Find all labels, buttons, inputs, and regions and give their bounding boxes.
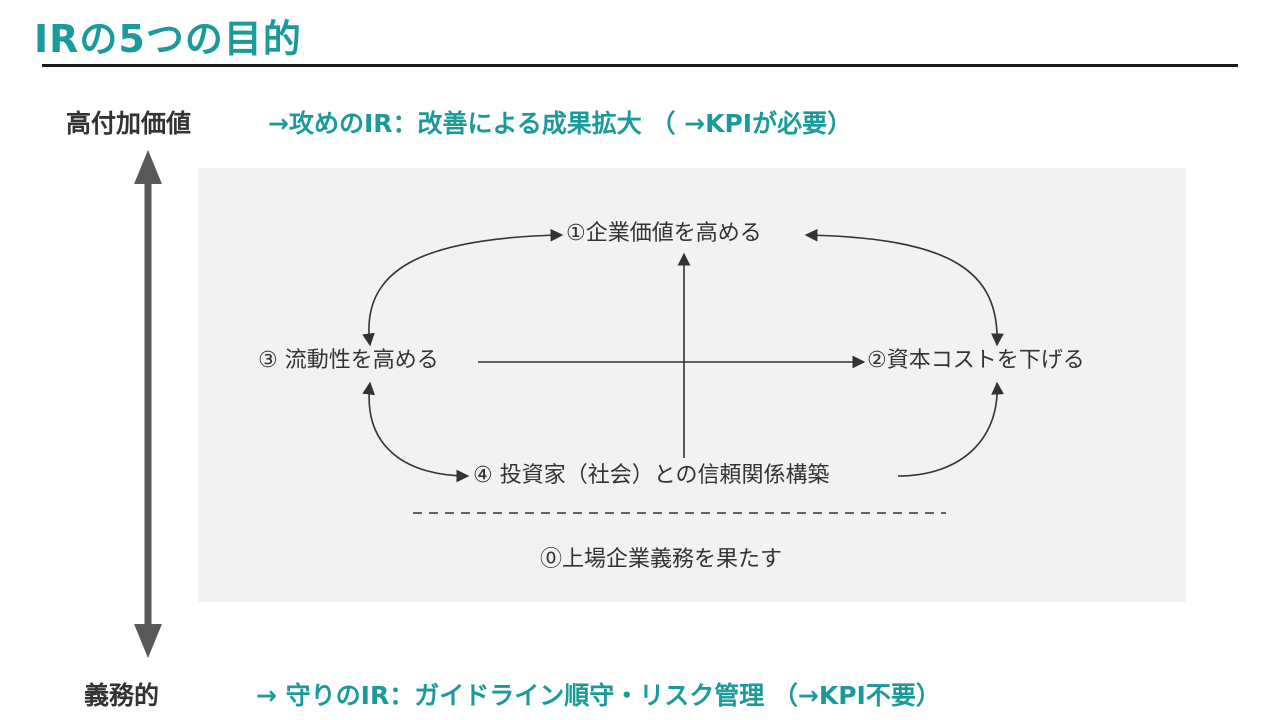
- connector-3-to-4: [362, 381, 470, 483]
- node-build-investor-trust: ④ 投資家（社会）との信頼関係構築: [473, 463, 830, 488]
- connector-1-to-2: [804, 228, 1004, 347]
- axis-label-obligatory: 義務的: [84, 681, 160, 710]
- offensive-ir-description: →攻めのIR：改善による成果拡大 （ →KPIが必要）: [268, 109, 853, 138]
- node-fulfill-listing-obligations: ⓪上場企業義務を果たす: [540, 547, 783, 572]
- page-title: IRの5つの目的: [34, 17, 302, 61]
- title-divider: [42, 64, 1238, 67]
- axis-label-high-value: 高付加価値: [66, 109, 192, 138]
- defensive-ir-description: → 守りのIR：ガイドライン順守・リスク管理 （→KPI不要）: [256, 681, 941, 710]
- connector-4-to-2: [897, 381, 1004, 477]
- node-increase-liquidity: ③ 流動性を高める: [258, 348, 439, 373]
- connector-3-to-1: [362, 228, 564, 347]
- axis-arrowhead-up: [134, 150, 162, 184]
- axis-arrowhead-down: [134, 624, 162, 658]
- node-lower-capital-cost: ②資本コストを下げる: [867, 348, 1085, 373]
- node-enhance-corporate-value: ①企業価値を高める: [566, 221, 762, 246]
